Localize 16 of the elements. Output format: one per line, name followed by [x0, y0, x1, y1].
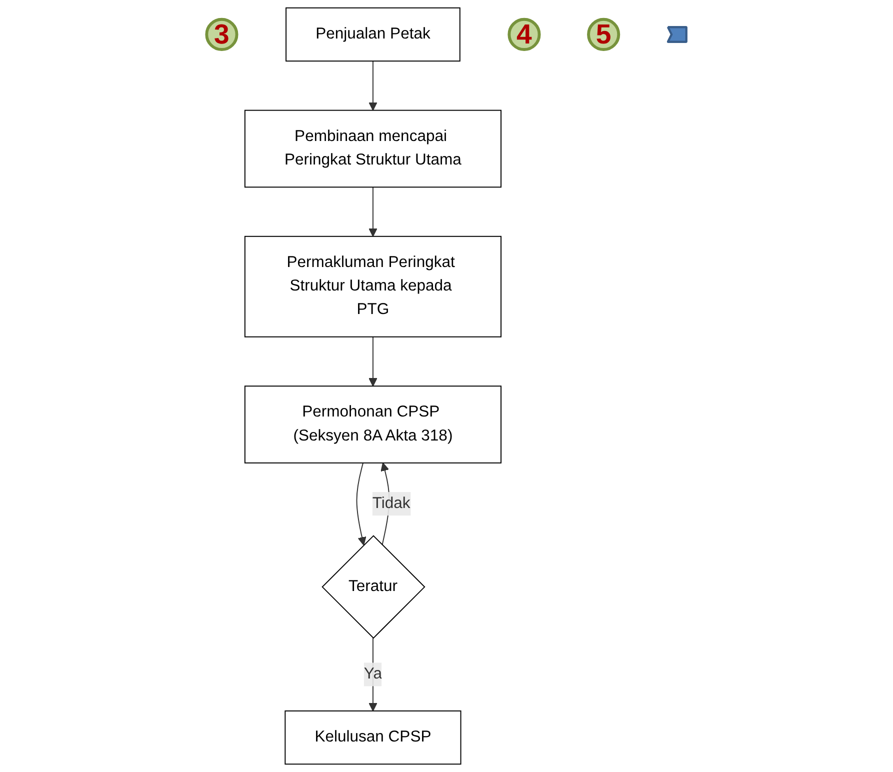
node-box: Penjualan Petak	[286, 7, 460, 62]
edge-label: Tidak	[372, 494, 410, 512]
arrow	[368, 186, 378, 237]
arrow	[368, 638, 378, 712]
node-box: Kelulusan CPSP	[284, 710, 462, 765]
node-circle: 3	[205, 18, 238, 51]
arrow	[368, 60, 378, 111]
node-diamond: Teratur	[322, 535, 426, 639]
arrow	[356, 462, 366, 546]
node-circle: 5	[587, 18, 620, 51]
edge-label: Ya	[364, 666, 382, 682]
node-box: Pembinaan mencapai Peringkat Struktur Utama	[244, 110, 502, 188]
node-box: Permakluman Peringkat Struktur Utama kepada PTG	[244, 236, 502, 338]
node-box: Permohonan CPSP (Seksyen 8A Akta 318)	[244, 386, 502, 464]
node-circle: 4	[508, 18, 541, 51]
arrow	[368, 336, 378, 386]
